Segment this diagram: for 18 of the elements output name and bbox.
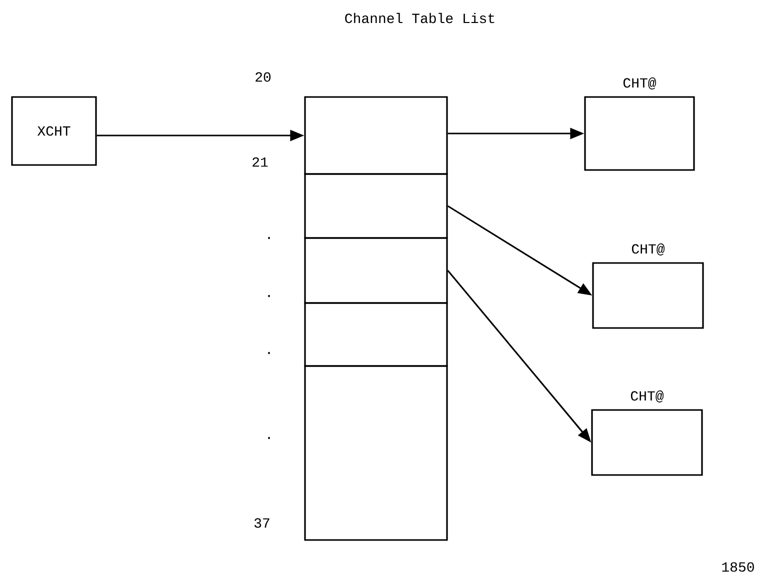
row-number: 1850 [722, 562, 754, 572]
row-number: . [268, 437, 270, 440]
row-number: 20 [256, 72, 271, 82]
row-number: . [268, 295, 270, 298]
table-cell [304, 302, 448, 367]
row-number: . [268, 352, 270, 354]
table-cell [304, 173, 448, 239]
row-number: 21 [252, 157, 268, 167]
box-label: CHT@ [623, 77, 656, 90]
table-cell [304, 237, 448, 304]
box-label: CHT@ [630, 390, 664, 402]
title: Channel Table List [345, 12, 494, 24]
process-box: XCHT [11, 96, 97, 166]
table-cell [304, 365, 448, 541]
box-label: CHT@ [632, 243, 665, 256]
row-number: 37 [254, 518, 270, 528]
table-cell [304, 96, 448, 175]
row-number: . [268, 237, 270, 240]
